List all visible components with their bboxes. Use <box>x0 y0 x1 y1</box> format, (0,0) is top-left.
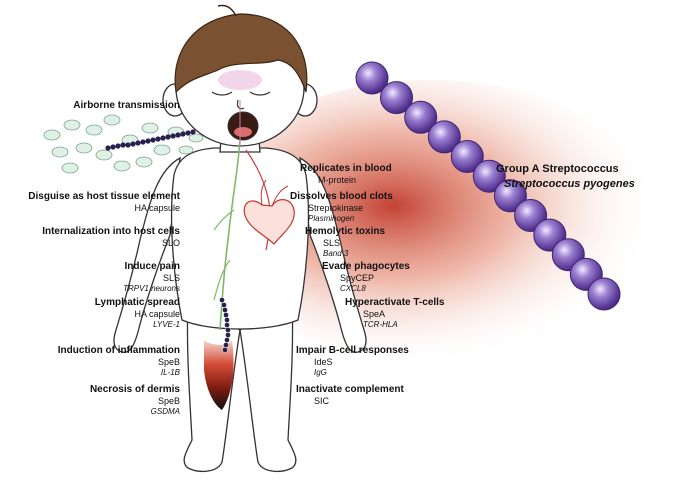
coccus-cell <box>355 61 389 95</box>
tongue <box>234 127 252 137</box>
coccus-cell <box>472 159 506 193</box>
right-label-detail: SpyCEP <box>340 273 375 283</box>
coccus-cell <box>493 179 527 213</box>
coccus-cell <box>427 120 461 154</box>
right-label-detail: SpeA <box>363 309 386 319</box>
right-label-title: Inactivate complement <box>296 384 404 395</box>
sinus-highlight <box>218 70 262 90</box>
left-label-title: Internalization into host cells <box>42 226 180 237</box>
right-label-detail: SIC <box>314 396 330 406</box>
airborne-droplets <box>43 114 204 174</box>
left-label-detail: SpeB <box>157 396 180 406</box>
right-label-title: Hyperactivate T-cells <box>345 297 445 308</box>
bacterium-species: Streptococcus pyogenes <box>504 178 635 190</box>
left-label-detail: HA capsule <box>134 309 180 319</box>
right-label-detail: M-protein <box>318 175 357 185</box>
right-label-detail: TCR-HLA <box>363 320 398 329</box>
left-label-title: Induce pain <box>124 261 180 272</box>
left-label-title: Airborne transmission <box>73 100 180 111</box>
left-label-detail: IL-1B <box>160 368 180 377</box>
right-label-title: Impair B-cell responses <box>296 345 409 356</box>
coccus-cell <box>380 81 413 115</box>
infection-glow <box>200 80 660 360</box>
left-label-detail: SLO <box>161 238 180 248</box>
right-label-detail: Band 3 <box>323 249 349 258</box>
right-label-detail: SLS <box>323 238 341 248</box>
face <box>211 91 271 110</box>
left-label-title: Disguise as host tissue element <box>28 191 180 202</box>
leg-chain <box>219 297 231 353</box>
right-label-detail: CXCL8 <box>340 284 366 293</box>
coccus-cell <box>404 100 438 134</box>
right-label-title: Dissolves blood clots <box>290 191 393 202</box>
heart <box>243 199 295 245</box>
left-label-detail: TRPV1 neurons <box>123 284 180 293</box>
infected-leg-area <box>204 340 234 410</box>
left-label-detail: HA capsule <box>134 203 180 213</box>
right-label-detail: IgG <box>314 368 327 377</box>
bacterium-name: Group A Streptococcus <box>496 163 619 175</box>
right-label-title: Evade phagocytes <box>322 261 410 272</box>
left-label-title: Induction of inflammation <box>57 345 180 356</box>
lymphatic-branch <box>213 209 235 301</box>
coccus-cell <box>587 277 621 311</box>
coccus-cell <box>450 140 484 173</box>
heart-vessels <box>260 179 289 207</box>
left-label-title: Necrosis of dermis <box>89 384 180 395</box>
right-label-detail: Streptokinase <box>308 203 364 213</box>
left-label-detail: LYVE-1 <box>153 320 180 329</box>
hair <box>174 13 308 94</box>
left-label-title: Lymphatic spread <box>94 297 180 308</box>
right-label-detail: IdeS <box>314 357 333 367</box>
left-label-detail: SpeB <box>157 357 180 367</box>
left-label-detail: GSDMA <box>150 407 180 416</box>
airborne-chain <box>105 129 196 151</box>
hair-tuft <box>217 4 237 17</box>
streptococcus-chain <box>355 61 621 311</box>
right-label-title: Replicates in blood <box>300 163 392 174</box>
right-label-detail: Plasminogen <box>308 214 355 223</box>
right-label-title: Hemolytic toxins <box>305 226 386 237</box>
left-label-detail: SLS <box>162 273 180 283</box>
